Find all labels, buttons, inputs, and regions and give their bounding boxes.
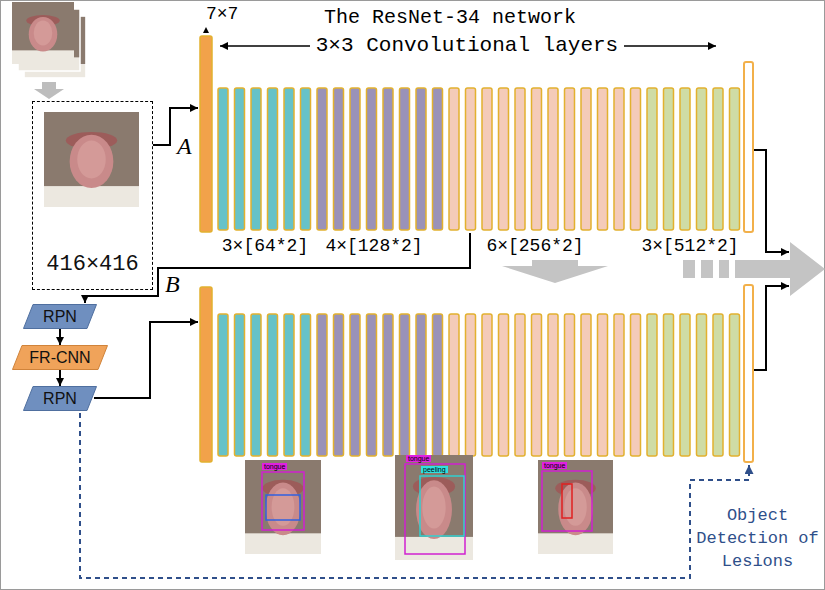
resnet-bottom bbox=[200, 285, 753, 462]
detection-image bbox=[245, 460, 321, 554]
flow-arrow bbox=[59, 329, 61, 345]
branch-b-line bbox=[85, 233, 470, 303]
block-label: 3×[512*2] bbox=[641, 236, 738, 257]
diagram-title: The ResNet-34 network bbox=[324, 6, 576, 29]
layer-span-label: 3×3 Convolutional layers bbox=[310, 34, 624, 58]
branch-letter: A bbox=[177, 134, 192, 158]
kernel-size: 7×7 bbox=[206, 4, 238, 25]
gray-down-arrow bbox=[502, 260, 608, 283]
flow-arrow bbox=[59, 370, 61, 386]
block-label: 4×[128*2] bbox=[325, 236, 422, 257]
node-text: RPN bbox=[43, 390, 77, 408]
block-label: 6×[256*2] bbox=[486, 236, 583, 257]
rpn-block: RPN bbox=[23, 304, 97, 329]
output-line bbox=[754, 286, 789, 370]
rpn-block: RPN bbox=[23, 386, 97, 411]
output-line bbox=[754, 150, 789, 252]
detection-image bbox=[395, 455, 473, 560]
detection-tag: peeling bbox=[421, 466, 448, 473]
parallelogram-fill bbox=[24, 305, 97, 329]
parallelogram-fill bbox=[13, 346, 108, 370]
node-text: FR-CNN bbox=[29, 349, 90, 367]
branch-letter: B bbox=[165, 272, 180, 296]
node-text: RPN bbox=[43, 308, 77, 326]
node-text: 416×416 bbox=[46, 253, 138, 277]
detection-tag: tongue bbox=[542, 462, 567, 469]
down-arrow bbox=[34, 82, 64, 99]
resnet-top bbox=[200, 27, 753, 232]
frcnn-block: FR-CNN bbox=[12, 345, 108, 370]
detection-tag: tongue bbox=[262, 463, 287, 470]
conv-layers-bottom bbox=[218, 314, 740, 456]
output-caption: Object Detection of Lesions bbox=[695, 505, 820, 574]
conv-layers bbox=[218, 88, 740, 230]
block-label: 3×[64*2] bbox=[222, 236, 308, 257]
detection-tag: tongue bbox=[406, 455, 431, 462]
input-photo bbox=[44, 112, 139, 207]
detection-dashed-line bbox=[80, 413, 749, 578]
input-box: 416×416 bbox=[32, 101, 153, 290]
input-photo-stack bbox=[12, 2, 86, 78]
rpn-to-net-line bbox=[94, 322, 198, 398]
parallelogram-fill bbox=[24, 387, 97, 411]
detection-image bbox=[538, 460, 613, 554]
